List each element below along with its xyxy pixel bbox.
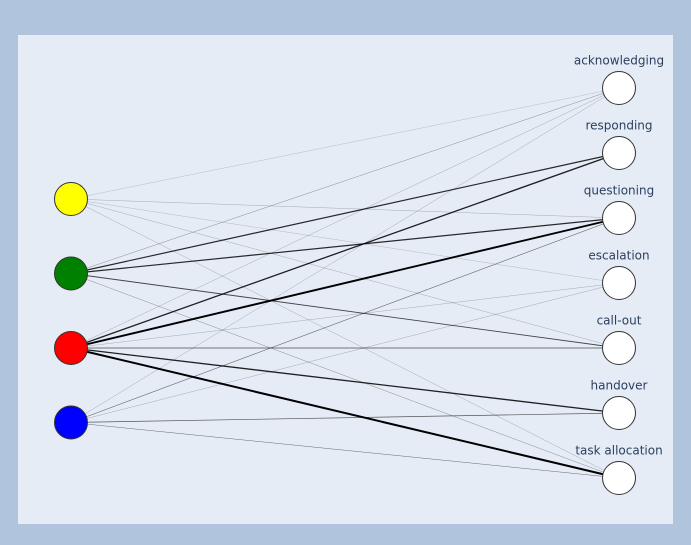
node-green[interactable]	[54, 256, 88, 291]
node-red[interactable]	[54, 331, 88, 365]
edge-yellow-task-allocation	[70, 198, 620, 479]
label-layer: acknowledging responding questioning escala…	[574, 54, 664, 458]
edge-layer	[70, 87, 620, 479]
edge-red-questioning	[70, 217, 620, 349]
label-call-out: call-out	[597, 314, 642, 328]
edge-green-responding	[70, 152, 620, 275]
label-responding: responding	[585, 119, 652, 133]
edge-red-handover	[70, 347, 620, 414]
node-yellow[interactable]	[54, 182, 88, 216]
edge-blue-acknowledging	[70, 87, 620, 423]
label-escalation: escalation	[588, 249, 649, 263]
edge-green-questioning	[70, 217, 620, 275]
edge-blue-task-allocation	[70, 422, 620, 479]
edge-red-escalation	[70, 282, 620, 349]
edge-green-task-allocation	[70, 273, 620, 479]
edge-yellow-escalation	[70, 198, 620, 284]
label-handover: handover	[591, 379, 648, 393]
node-acknowledging[interactable]	[602, 71, 636, 105]
label-acknowledging: acknowledging	[574, 54, 664, 68]
edge-green-call-out	[70, 273, 620, 349]
plot-area	[18, 35, 673, 524]
edge-yellow-acknowledging	[70, 87, 620, 200]
edge-blue-escalation	[70, 282, 620, 423]
edge-blue-handover	[70, 412, 620, 423]
label-task-allocation: task allocation	[575, 444, 662, 458]
node-task-allocation[interactable]	[602, 461, 636, 495]
edge-yellow-call-out	[70, 198, 620, 349]
edge-green-acknowledging	[70, 87, 620, 274]
label-questioning: questioning	[584, 184, 654, 198]
node-handover[interactable]	[602, 396, 636, 430]
node-call-out[interactable]	[602, 331, 636, 365]
node-questioning[interactable]	[602, 201, 636, 235]
edge-red-responding	[70, 152, 620, 349]
node-responding[interactable]	[602, 136, 636, 170]
node-layer	[54, 71, 636, 495]
node-blue[interactable]	[54, 405, 88, 440]
edge-red-task-allocation	[70, 347, 620, 479]
node-escalation[interactable]	[602, 266, 636, 300]
edge-blue-questioning	[70, 217, 620, 423]
edge-red-acknowledging	[70, 87, 620, 349]
edge-yellow-questioning	[70, 198, 620, 219]
